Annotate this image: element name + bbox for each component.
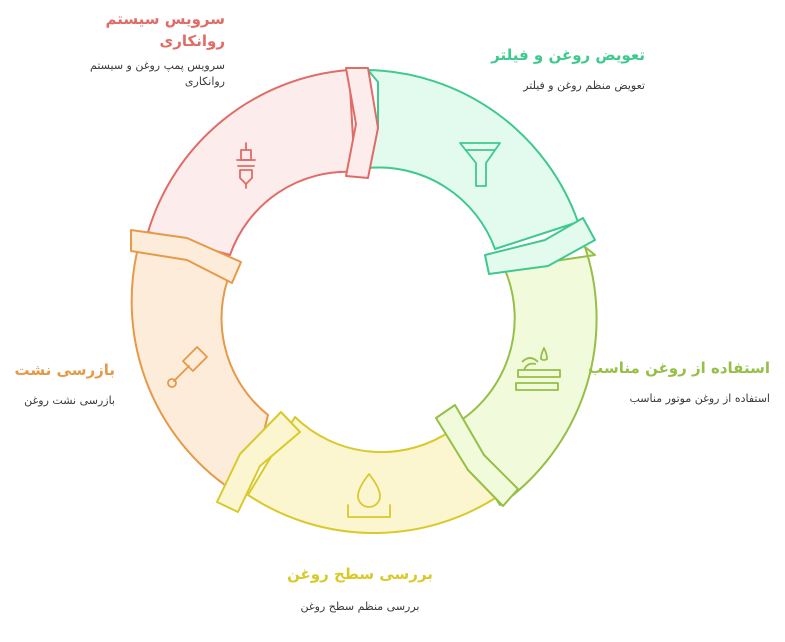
title-repair: سرویس سیستم روانکاری — [105, 10, 226, 50]
spark-plug-icon — [236, 142, 256, 189]
connector-leak — [130, 229, 242, 284]
oil-drop-icon — [347, 473, 391, 518]
title-leak: بازرسی نشت — [14, 361, 115, 379]
desc-leak: بازرسی نشت روغن — [24, 394, 115, 407]
desc-change: تعویض منظم روغن و فیلتر — [523, 79, 645, 92]
title-proper: استفاده از روغن مناسب — [588, 359, 770, 377]
desc-repair: سرویس پمپ روغن و سیستم روانکاری — [90, 59, 225, 88]
piston-icon — [167, 346, 208, 388]
label-proper: استفاده از روغن مناسب استفاده از روغن مو… — [580, 357, 770, 407]
desc-proper: استفاده از روغن موتور مناسب — [629, 392, 771, 405]
label-change: تعویض روغن و فیلتر تعویض منظم روغن و فیل… — [470, 44, 645, 94]
title-change: تعویض روغن و فیلتر — [491, 46, 645, 64]
segment-repair — [147, 69, 356, 256]
connector-level — [216, 411, 301, 513]
segment-proper — [449, 246, 598, 506]
funnel-icon — [459, 142, 501, 187]
title-level: بررسی سطح روغن — [287, 565, 433, 583]
connector-repair — [345, 67, 379, 179]
connector-proper — [435, 404, 519, 507]
label-leak: بازرسی نشت بازرسی نشت روغن — [10, 359, 115, 409]
connector-change — [484, 217, 596, 275]
desc-level: بررسی منظم سطح روغن — [300, 600, 420, 613]
label-level: بررسی سطح روغن بررسی منظم سطح روغن — [280, 563, 440, 615]
oil-drop-can-icon — [515, 347, 561, 391]
label-repair: سرویس سیستم روانکاری سرویس پمپ روغن و سی… — [60, 8, 225, 90]
segment-level — [247, 416, 498, 534]
